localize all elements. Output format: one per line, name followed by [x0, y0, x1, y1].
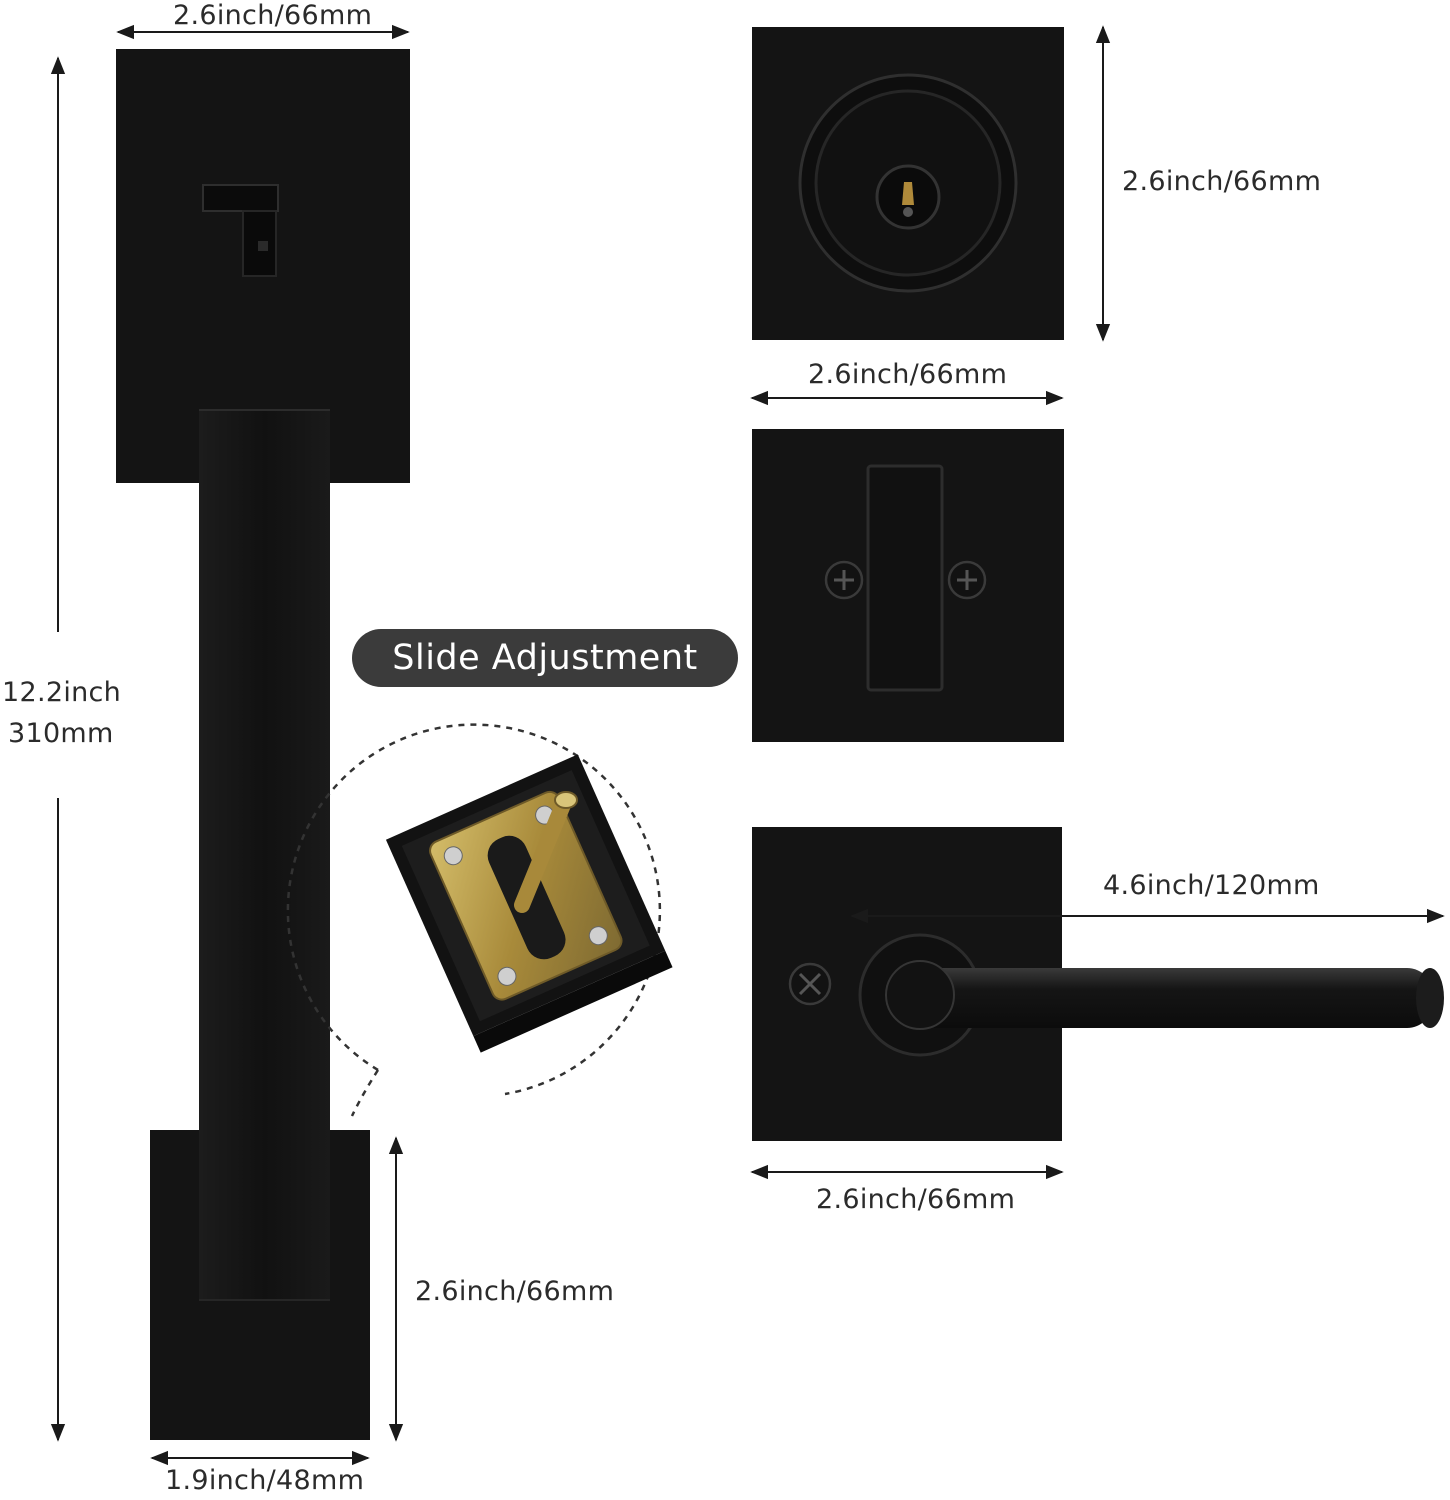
- lever-screw: [788, 962, 832, 1006]
- label-handleset-top-width: 2.6inch/66mm: [173, 0, 373, 31]
- label-lever-length: 4.6inch/120mm: [1103, 870, 1320, 901]
- label-handleset-height-inch: 12.2inch: [2, 677, 122, 708]
- label-handleset-bottom-width: 1.9inch/48mm: [165, 1465, 365, 1496]
- deadbolt-interior: [752, 429, 1064, 742]
- label-deadbolt-height: 2.6inch/66mm: [1122, 166, 1322, 197]
- screw-right: [947, 560, 987, 600]
- thumb-latch: [202, 184, 279, 277]
- label-lever-plate-width: 2.6inch/66mm: [816, 1184, 1016, 1215]
- slide-adjustment-detail: [286, 723, 673, 1117]
- deadbolt-exterior: [752, 27, 1064, 340]
- label-handleset-height-mm: 310mm: [8, 718, 114, 749]
- label-handleset-bottom-height: 2.6inch/66mm: [415, 1276, 615, 1307]
- lever-handle: [752, 827, 1444, 1141]
- slide-adjustment-badge: Slide Adjustment: [352, 629, 738, 687]
- label-deadbolt-width: 2.6inch/66mm: [808, 359, 1008, 390]
- screw-left: [824, 560, 864, 600]
- handleset: [116, 49, 410, 1440]
